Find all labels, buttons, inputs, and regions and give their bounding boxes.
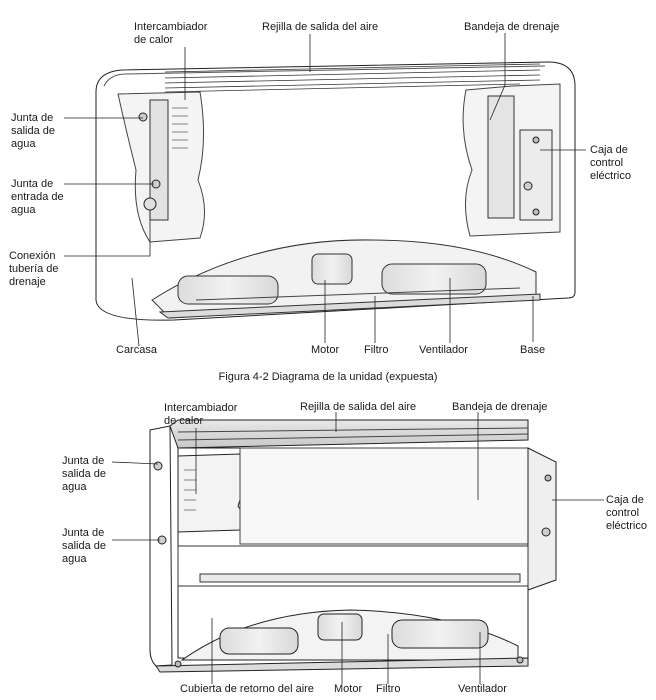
label-motor-2: Motor	[334, 683, 363, 695]
label-fan-2: Ventilador	[458, 683, 507, 695]
control-box-block	[519, 129, 553, 221]
motor-body	[311, 253, 353, 285]
label-air-outlet-grille-2: Rejilla de salida del aire	[300, 401, 417, 413]
filter-rail	[195, 287, 521, 301]
base-rail	[158, 293, 541, 319]
figure2-unit	[149, 419, 557, 673]
slot	[199, 573, 521, 583]
figure2-leaders	[111, 412, 604, 684]
heat-exchanger-window	[177, 453, 244, 533]
motor-body-2	[317, 613, 363, 641]
label-filter-2: Filtro	[376, 683, 401, 695]
label-air-outlet-grille-1: Rejilla de salida del aire	[262, 21, 379, 33]
label-casing: Carcasa	[116, 344, 157, 356]
figure1-unit	[95, 61, 576, 321]
left-side-panel	[149, 425, 173, 667]
label-motor-1: Motor	[311, 344, 340, 356]
air-outlet-grille	[164, 63, 541, 93]
label-filter-1: Filtro	[364, 344, 389, 356]
label-drain-tray-1: Bandeja de drenaje	[464, 21, 560, 33]
fan-drum-1	[219, 627, 299, 655]
water-outlet-fitting	[138, 112, 148, 122]
heat-exchanger-block	[149, 99, 169, 221]
control-box	[527, 447, 557, 591]
fan-drum-right	[381, 263, 487, 295]
top-panel	[169, 419, 529, 449]
fan-drum-left	[177, 275, 279, 305]
figure1-leaders	[64, 33, 586, 347]
label-drain-tray-2: Bandeja de drenaje	[452, 401, 548, 413]
label-fan-1: Ventilador	[419, 344, 468, 356]
drain-tray-area	[239, 447, 529, 545]
drain-tray-block	[487, 95, 515, 219]
figure1-caption: Figura 4-2 Diagrama de la unidad (expues…	[218, 371, 438, 383]
drain-fitting	[143, 197, 157, 211]
fins	[172, 107, 188, 149]
label-base: Base	[520, 344, 546, 356]
fan-drum-2	[391, 619, 489, 649]
label-return-air-cover: Cubierta de retorno del aire	[180, 683, 314, 695]
